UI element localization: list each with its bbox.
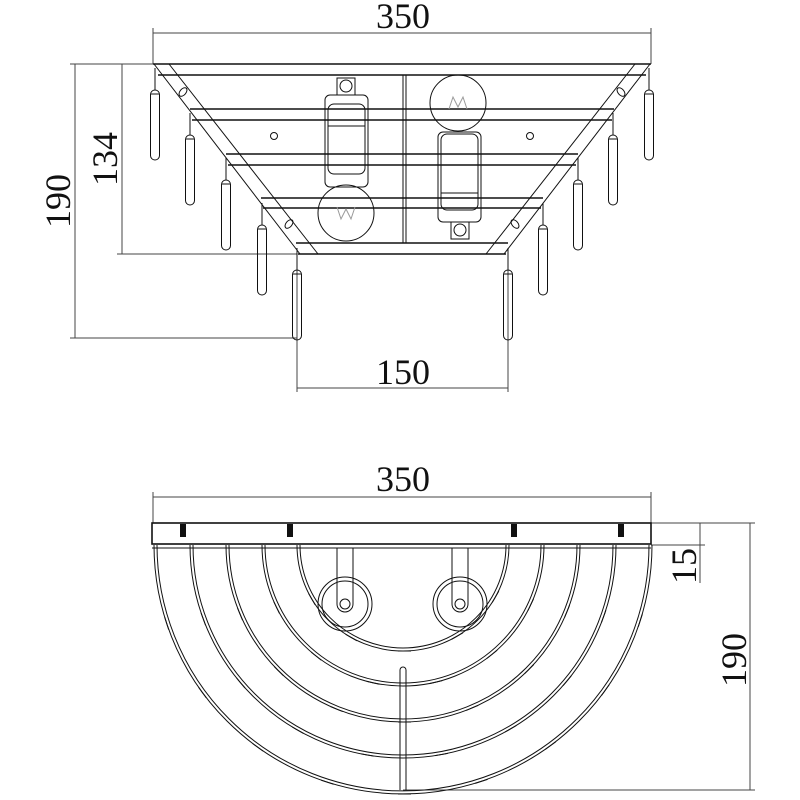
screw-icon — [618, 524, 624, 537]
frame — [153, 63, 651, 255]
front-view: 350 190 134 150 — [38, 0, 654, 392]
center-spine — [399, 666, 407, 790]
concentric-rings — [153, 544, 653, 795]
front-width-label: 350 — [376, 0, 430, 36]
crystal-pendant — [644, 68, 654, 161]
bulb-right — [429, 74, 487, 240]
crystal-pendant — [608, 113, 618, 206]
ring — [296, 544, 510, 652]
top-width-label: 350 — [376, 459, 430, 499]
dimension-lines-top — [152, 492, 755, 791]
wall-plate — [151, 522, 652, 549]
screw-icon — [511, 524, 517, 537]
ring — [261, 544, 545, 687]
crystal-pendant — [150, 68, 160, 161]
front-bottom-width-label: 150 — [376, 352, 430, 392]
mount-holes — [317, 548, 488, 632]
top-depth-label: 190 — [714, 633, 754, 687]
screw-icon — [180, 524, 186, 537]
crystal-pendant — [538, 203, 548, 296]
crystal-pendants — [150, 68, 654, 341]
crystal-pendant — [573, 158, 583, 251]
bulb-left — [317, 77, 375, 242]
ring — [189, 544, 617, 759]
ring — [153, 544, 653, 795]
crystal-pendant — [185, 113, 195, 206]
screw-icon — [287, 524, 293, 537]
crystal-pendant — [503, 248, 513, 341]
ring — [225, 544, 581, 723]
plate-thickness-label: 15 — [664, 548, 704, 584]
crystal-pendant — [257, 203, 267, 296]
crystal-pendant — [292, 248, 302, 341]
dimension-lines-front — [70, 28, 652, 392]
front-body-height-label: 134 — [85, 132, 125, 186]
front-height-label: 190 — [38, 174, 78, 228]
top-view: 350 15 190 — [151, 459, 755, 795]
crystal-pendant — [221, 158, 231, 251]
